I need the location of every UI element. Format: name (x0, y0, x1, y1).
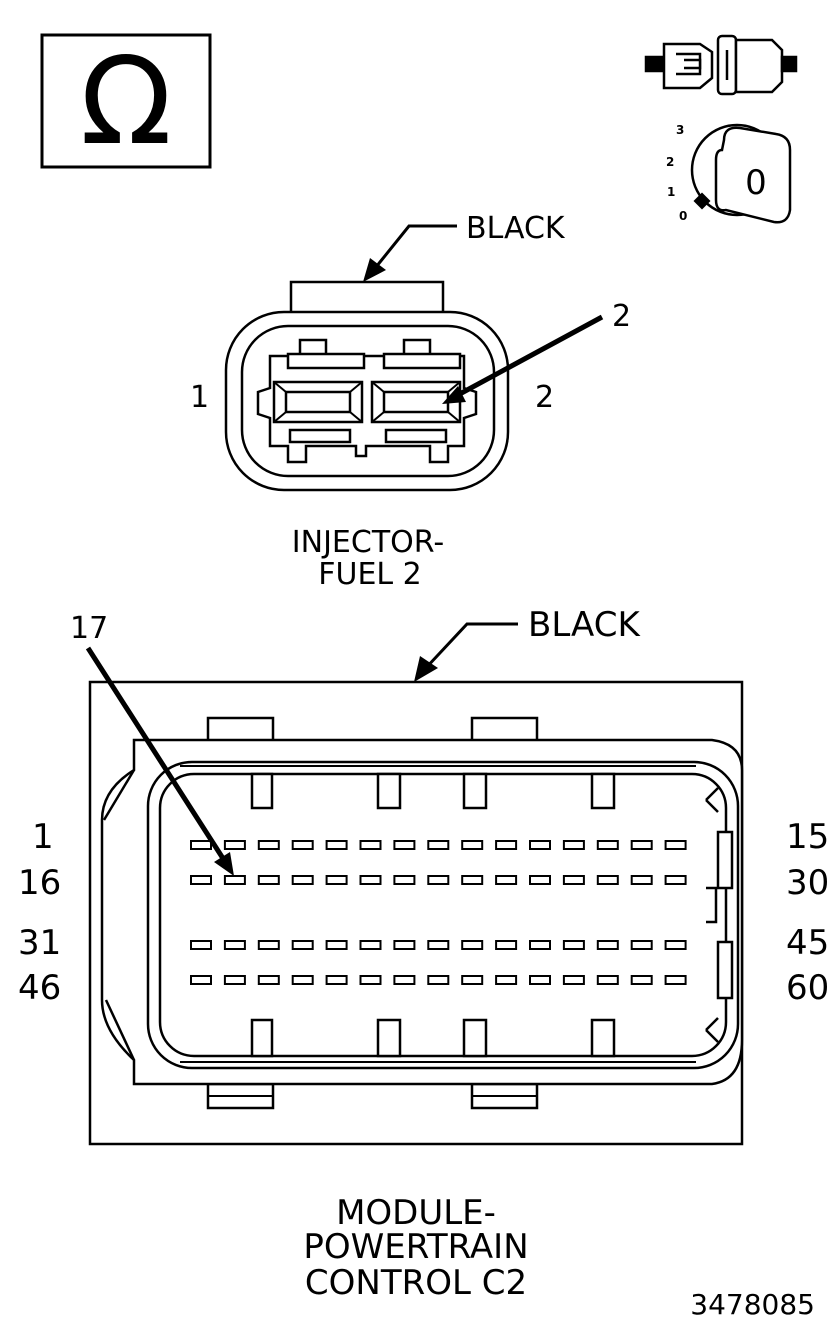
pcm-pin-cavity (664, 940, 687, 950)
pcm-pin-cavity (562, 975, 585, 985)
pcm-row-label-45: 45 (786, 923, 829, 963)
pcm-pin-cavity (257, 875, 280, 885)
pcm-pin-cavity (427, 975, 450, 985)
pcm-title-line-3: CONTROL C2 (305, 1263, 527, 1303)
pcm-pin-cavity (630, 940, 653, 950)
ignition-off-icon: 3 2 1 0 0 (666, 123, 792, 224)
pcm-pin-cavity (630, 840, 653, 850)
pcm-pin-cavity (596, 975, 619, 985)
pcm-row-label-60: 60 (786, 968, 829, 1008)
disconnected-connector-icon (644, 34, 798, 96)
pcm-pin-cavity (393, 875, 416, 885)
pcm-pin-cavity (529, 875, 551, 885)
pcm-pin-cavity (291, 975, 314, 985)
pcm-pin-cavity (461, 975, 484, 985)
pcm-pin-cavity (562, 875, 585, 885)
pcm-pin-cavity (495, 875, 518, 885)
pcm-pin-cavity (325, 840, 348, 850)
pcm-pin-cavity (495, 840, 518, 850)
pcm-connector: BLACK (18, 605, 829, 1303)
pcm-pin-cavity (223, 840, 246, 850)
pcm-pin-cavity (664, 975, 687, 985)
pcm-row-label-46: 46 (18, 968, 61, 1008)
pcm-pin-cavity (461, 840, 484, 850)
ohm-symbol: Ω (80, 33, 172, 172)
ignition-position-3: 3 (676, 123, 684, 137)
pcm-pin-cavity (596, 875, 619, 885)
pcm-pin-cavity (257, 840, 280, 850)
ignition-position-1: 1 (667, 185, 675, 199)
pcm-pin-cavity (359, 940, 382, 950)
pcm-pin-cavity (359, 975, 382, 985)
pcm-pin-cavity (223, 975, 246, 985)
pcm-pin-cavity (596, 840, 619, 850)
pcm-pin-cavity (529, 840, 551, 850)
injector-title-line-1: INJECTOR- (292, 525, 444, 560)
pcm-pin-grid (190, 840, 687, 985)
pcm-pin-cavity (257, 975, 280, 985)
injector-color-label: BLACK (466, 211, 566, 246)
pcm-pin-cavity (291, 840, 314, 850)
pcm-pin-cavity (461, 875, 484, 885)
pcm-pin-cavity (427, 875, 450, 885)
pcm-pin-cavity (427, 840, 450, 850)
pcm-pin-cavity (359, 875, 382, 885)
pcm-pin-cavity (664, 840, 687, 850)
pcm-row-label-15: 15 (786, 817, 829, 857)
pcm-pin-cavity (190, 875, 212, 885)
pcm-pin-cavity (393, 975, 416, 985)
pcm-pin-cavity (190, 940, 212, 950)
pcm-pin-cavity (190, 840, 212, 850)
ignition-position-2: 2 (666, 155, 674, 169)
pcm-pin-cavity (291, 875, 314, 885)
injector-left-pin-label: 1 (190, 380, 209, 415)
figure-id: 3478085 (690, 1288, 815, 1321)
pcm-pin-cavity (359, 840, 382, 850)
pcm-pin-cavity (562, 940, 585, 950)
ignition-key-label: 0 (745, 163, 767, 203)
pcm-pin-cavity (257, 940, 280, 950)
pcm-pin-cavity (393, 840, 416, 850)
pcm-row-label-1: 1 (32, 817, 54, 857)
pcm-pin-cavity (630, 975, 653, 985)
pcm-pin-cavity (325, 940, 348, 950)
pcm-pin-cavity (291, 940, 314, 950)
pcm-row-label-30: 30 (786, 863, 829, 903)
pcm-pin-cavity (325, 975, 348, 985)
pcm-row-label-31: 31 (18, 923, 61, 963)
pcm-callout-pin: 17 (70, 611, 108, 646)
pcm-pin-cavity (630, 875, 653, 885)
pcm-pin-cavity (562, 840, 585, 850)
pcm-row-label-16: 16 (18, 863, 61, 903)
pcm-title-line-1: MODULE- (336, 1193, 496, 1233)
pcm-pin-cavity (223, 940, 246, 950)
pcm-color-label: BLACK (528, 605, 641, 645)
pcm-pin-cavity (529, 940, 551, 950)
pcm-pin-cavity (190, 975, 212, 985)
pcm-pin-cavity (461, 940, 484, 950)
injector-connector: BLACK (190, 211, 631, 592)
pcm-pin-cavity (223, 875, 246, 885)
ohmmeter-icon: Ω (40, 33, 212, 172)
pcm-pin-cavity (393, 940, 416, 950)
injector-callout-pin: 2 (612, 299, 631, 334)
injector-right-pin-label: 2 (535, 380, 554, 415)
pcm-pin-cavity (325, 875, 348, 885)
pcm-title-line-2: POWERTRAIN (303, 1227, 528, 1267)
ignition-position-0: 0 (679, 209, 687, 223)
injector-pin-1 (272, 380, 364, 424)
pcm-pin-cavity (596, 940, 619, 950)
injector-title-line-2: FUEL 2 (318, 557, 422, 592)
pcm-pin-cavity (427, 940, 450, 950)
pcm-pin-cavity (495, 940, 518, 950)
pcm-pin-cavity (529, 975, 551, 985)
pcm-pin-cavity (664, 875, 687, 885)
pcm-pin-cavity (495, 975, 518, 985)
